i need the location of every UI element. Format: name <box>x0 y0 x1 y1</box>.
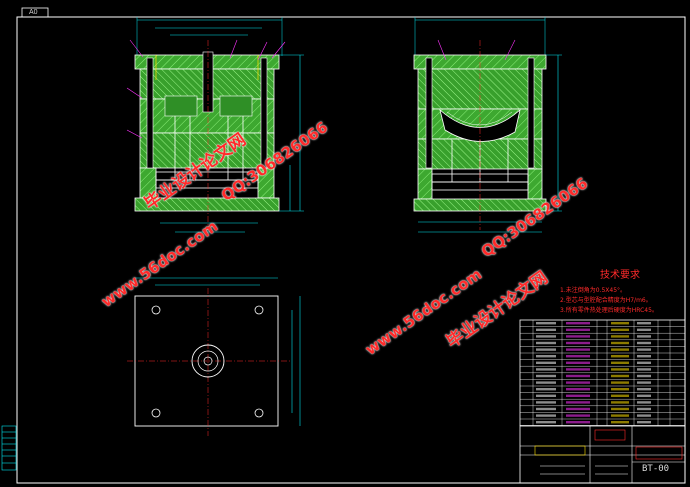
bom-cell-mark <box>611 348 629 351</box>
left-strip-legend <box>1 425 17 471</box>
bom-cell-mark <box>536 348 556 351</box>
bom-cell-mark <box>637 328 651 331</box>
bom-cell-mark <box>637 348 651 351</box>
bom-cell-mark <box>637 374 651 378</box>
bom-cell-mark <box>536 328 556 331</box>
bom-cell-mark <box>637 322 651 325</box>
title-block <box>519 425 686 484</box>
bom-cell-mark <box>611 328 629 331</box>
requirements-title: 技术要求 <box>600 270 640 281</box>
bom-cell-mark <box>611 361 629 364</box>
bom-cell-mark <box>536 374 556 378</box>
technical-requirements: 技术要求 1.未注倒角为0.5X45°。 2.型芯与型腔配合精度为H7/m6。 … <box>560 266 680 316</box>
bom-cell-mark <box>637 355 651 358</box>
bom-cell-mark <box>566 361 590 364</box>
bom-cell-mark <box>566 407 590 411</box>
bom-cell-mark <box>637 368 651 371</box>
requirement-item-3: 3.所有零件热处理后硬度为HRC45。 <box>560 307 658 314</box>
bom-cell-mark <box>536 335 556 338</box>
bom-cell-mark <box>611 335 629 338</box>
sheet-size-box <box>21 7 49 18</box>
bom-cell-mark <box>637 335 651 338</box>
bom-cell-mark <box>637 401 651 404</box>
bom-cell-mark <box>637 407 651 411</box>
bom-cell-mark <box>566 414 590 417</box>
bom-cell-mark <box>566 374 590 378</box>
bom-cell-mark <box>536 322 556 325</box>
bom-cell-mark <box>566 421 590 424</box>
bom-cell-mark <box>566 355 590 358</box>
bom-cell-mark <box>637 341 651 345</box>
bom-cell-mark <box>637 394 651 397</box>
bom-cell-mark <box>611 414 629 417</box>
bom-cell-mark <box>536 355 556 358</box>
bom-cell-mark <box>566 348 590 351</box>
bom-cell-mark <box>536 421 556 424</box>
bom-cell-mark <box>536 407 556 411</box>
top-plan-view <box>127 277 301 436</box>
side-section-view <box>413 17 562 233</box>
bom-cell-mark <box>611 388 629 391</box>
bom-cell-mark <box>611 381 629 384</box>
bom-cell-mark <box>611 368 629 371</box>
bom-cell-mark <box>566 388 590 391</box>
bom-cell-mark <box>536 401 556 404</box>
drawing-number: BT-00 <box>642 464 670 474</box>
bom-cell-mark <box>536 394 556 397</box>
bom-cell-mark <box>566 328 590 331</box>
bom-cell-mark <box>536 341 556 345</box>
bom-cell-mark <box>611 322 629 325</box>
requirement-item-1: 1.未注倒角为0.5X45°。 <box>560 287 627 294</box>
bom-cell-mark <box>566 394 590 397</box>
sheet-size-label: A0 <box>29 9 38 16</box>
bom-cell-mark <box>536 381 556 384</box>
bom-cell-mark <box>637 388 651 391</box>
bom-cell-mark <box>536 361 556 364</box>
bom-cell-mark <box>536 414 556 417</box>
bom-cell-mark <box>637 421 651 424</box>
bill-of-materials-table <box>519 319 686 426</box>
bom-cell-mark <box>611 341 629 345</box>
bom-cell-mark <box>566 335 590 338</box>
bom-cell-mark <box>536 388 556 391</box>
bom-cell-mark <box>566 322 590 325</box>
bom-cell-mark <box>536 368 556 371</box>
bom-cell-mark <box>637 361 651 364</box>
bom-cell-mark <box>611 374 629 378</box>
bom-cell-mark <box>566 401 590 404</box>
requirement-item-2: 2.型芯与型腔配合精度为H7/m6。 <box>560 297 652 304</box>
bom-cell-mark <box>611 407 629 411</box>
bom-cell-mark <box>611 394 629 397</box>
bom-cell-mark <box>611 401 629 404</box>
bom-cell-mark <box>566 381 590 384</box>
bom-cell-mark <box>611 421 629 424</box>
bom-cell-mark <box>566 368 590 371</box>
bom-cell-mark <box>637 414 651 417</box>
bom-cell-mark <box>637 381 651 384</box>
front-section-view <box>126 17 304 233</box>
bom-cell-mark <box>566 341 590 345</box>
drawing-border <box>16 16 686 484</box>
bom-cell-mark <box>611 355 629 358</box>
